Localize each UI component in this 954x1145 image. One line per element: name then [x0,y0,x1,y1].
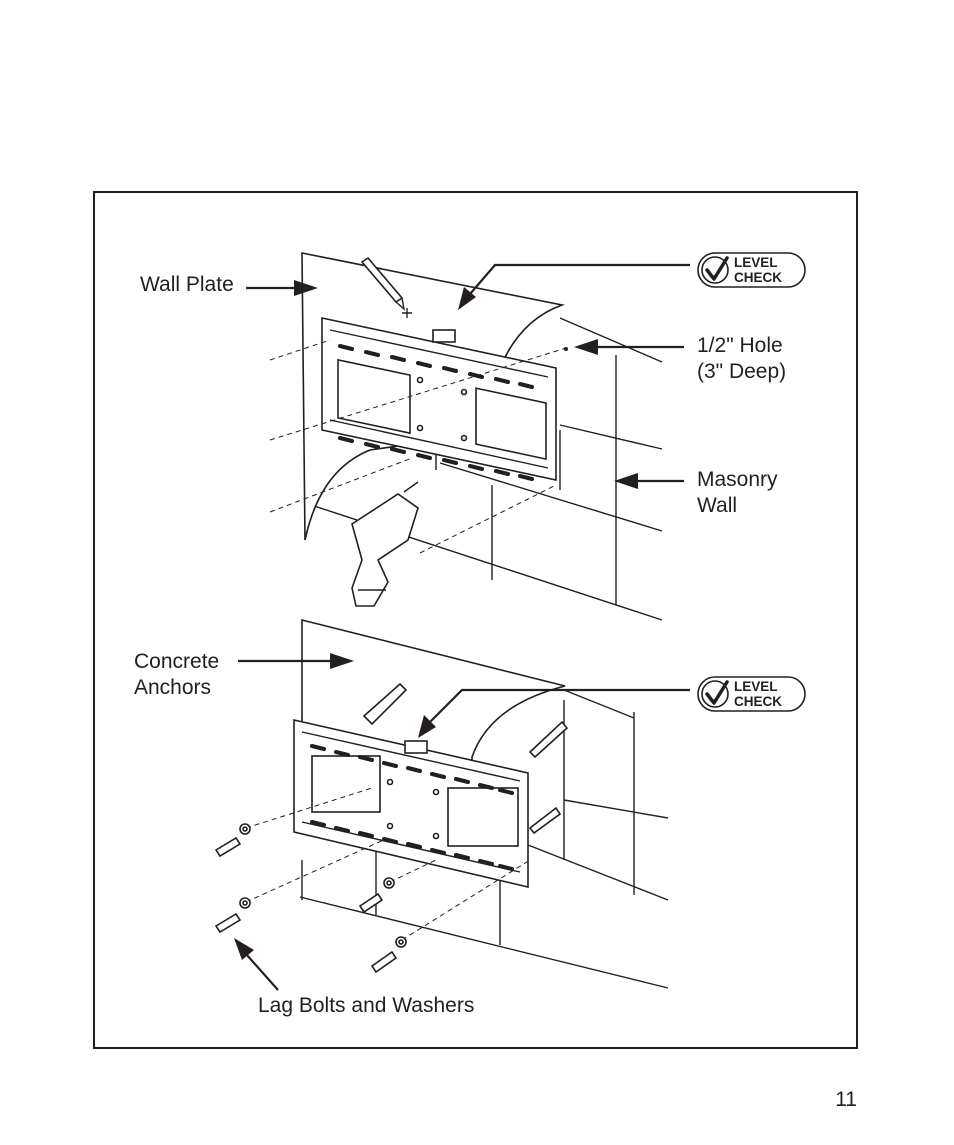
lag-bolts-arrow [234,938,279,991]
masonry-wall-label-line1: Masonry [697,468,778,491]
page-number: 11 [835,1088,857,1111]
figure-frame [93,191,858,1049]
masonry-wall-arrow [614,473,684,489]
masonry-wall-label-line2: Wall [697,494,737,517]
level-check-badge-bottom: LEVEL CHECK [697,676,806,712]
lag-bolt-icons [214,823,407,974]
bubble-level-icon [432,329,456,343]
level-check-badge-top: LEVEL CHECK [697,252,806,288]
bubble-level-icon [404,740,428,754]
level-check-line1: LEVEL [734,255,778,270]
checkmark-icon [701,680,729,708]
top-illustration [246,252,690,621]
concrete-anchors-label-line2: Anchors [134,676,211,699]
lag-bolts-label: Lag Bolts and Washers [258,994,474,1017]
bolt-guides [245,787,531,941]
wall-plate-bracket-bottom [293,718,529,889]
concrete-anchor-icons [362,682,569,835]
concrete-anchors-arrow [238,653,354,669]
level-check-line1: LEVEL [734,679,778,694]
pencil-icon [360,256,406,311]
wall-plate-arrow [246,280,318,296]
power-drill-icon [351,481,419,607]
bottom-illustration [214,618,690,991]
wall-plate-label: Wall Plate [140,273,234,296]
concrete-anchors-label-line1: Concrete [134,650,219,673]
hole-label-line1: 1/2" Hole [697,334,783,357]
level-check-arrow-top [458,263,690,310]
level-check-line2: CHECK [734,270,782,285]
wall-plate-bracket-top [321,317,557,481]
hole-arrow [574,339,684,355]
checkmark-icon [701,256,729,284]
drill-guides-top [269,339,567,554]
level-check-arrow-bottom [418,688,690,738]
level-check-line2: CHECK [734,694,782,709]
hole-label-line2: (3" Deep) [697,360,786,383]
